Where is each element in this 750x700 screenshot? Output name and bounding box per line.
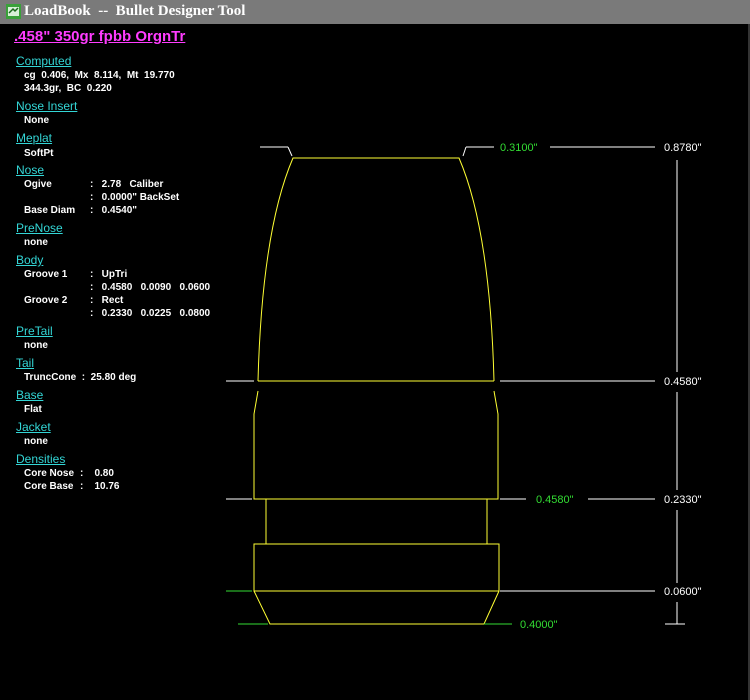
section-prenose[interactable]: PreNose [16, 221, 63, 235]
computed-line-1: cg 0.406, Mx 8.114, Mt 19.770 [24, 70, 175, 81]
core-nose-label: Core Nose [24, 468, 75, 479]
height-groove-label: 0.2330" [664, 494, 702, 506]
groove2-type: : Rect [90, 295, 124, 306]
meplat-value: SoftPt [24, 148, 54, 159]
nose-basediam-value: : 0.4540" [90, 205, 137, 216]
nose-backset-value: : 0.0000" BackSet [90, 192, 180, 203]
shank-diameter-label: 0.4580" [536, 494, 574, 506]
section-base[interactable]: Base [16, 388, 44, 402]
groove1-type: : UpTri [90, 269, 128, 280]
nose-ogive-value: : 2.78 Caliber [90, 179, 164, 190]
window-title: LoadBook -- Bullet Designer Tool [24, 3, 246, 19]
nose-ogive-label: Ogive [24, 179, 52, 190]
prenose-value: none [24, 237, 48, 248]
section-computed[interactable]: Computed [16, 54, 72, 68]
section-body[interactable]: Body [16, 253, 44, 267]
content-area: .458" 350gr fpbb OrgnTr Computed cg 0.40… [0, 24, 750, 700]
base-diameter-label: 0.4000" [520, 619, 558, 631]
groove2-values: : 0.2330 0.0225 0.0800 [90, 308, 211, 319]
pretail-value: none [24, 340, 48, 351]
bullet-name[interactable]: .458" 350gr fpbb OrgnTr [14, 28, 186, 45]
meplat-diameter-label: 0.3100" [500, 142, 538, 154]
base-band [253, 543, 500, 592]
app-icon [6, 4, 21, 19]
jacket-value: none [24, 436, 48, 447]
green-dimension-lines [226, 590, 512, 625]
section-densities[interactable]: Densities [16, 452, 66, 466]
nose-profile [257, 157, 495, 382]
section-pretail[interactable]: PreTail [16, 324, 53, 338]
tail-cone [253, 590, 500, 625]
window-right-edge [748, 24, 750, 700]
title-bar[interactable]: LoadBook -- Bullet Designer Tool [0, 0, 750, 24]
bullet-drawing: 0.3100" 0.4580" 0.4000" 0.8780" 0.4580" … [226, 142, 702, 631]
base-value: Flat [24, 404, 42, 415]
groove2-label: Groove 2 [24, 295, 68, 306]
dimension-lines [226, 146, 685, 625]
bullet-outline [253, 157, 500, 625]
section-tail[interactable]: Tail [16, 356, 35, 370]
section-nose-insert[interactable]: Nose Insert [16, 99, 78, 113]
tail-value: TruncCone : 25.80 deg [24, 372, 137, 383]
height-nose-base-label: 0.4580" [664, 376, 702, 388]
core-base-label: Core Base [24, 481, 74, 492]
nose-basediam-label: Base Diam [24, 205, 76, 216]
section-jacket[interactable]: Jacket [16, 420, 51, 434]
section-nose[interactable]: Nose [16, 163, 45, 177]
driving-band [253, 390, 499, 500]
height-tip-label: 0.8780" [664, 142, 702, 154]
nose-insert-value: None [24, 115, 49, 126]
computed-line-2: 344.3gr, BC 0.220 [24, 83, 112, 94]
groove1-values: : 0.4580 0.0090 0.0600 [90, 282, 211, 293]
height-tail-label: 0.0600" [664, 586, 702, 598]
section-meplat[interactable]: Meplat [16, 131, 53, 145]
groove1-label: Groove 1 [24, 269, 68, 280]
core-nose-value: : 0.80 [80, 468, 114, 479]
core-base-value: : 10.76 [80, 481, 120, 492]
